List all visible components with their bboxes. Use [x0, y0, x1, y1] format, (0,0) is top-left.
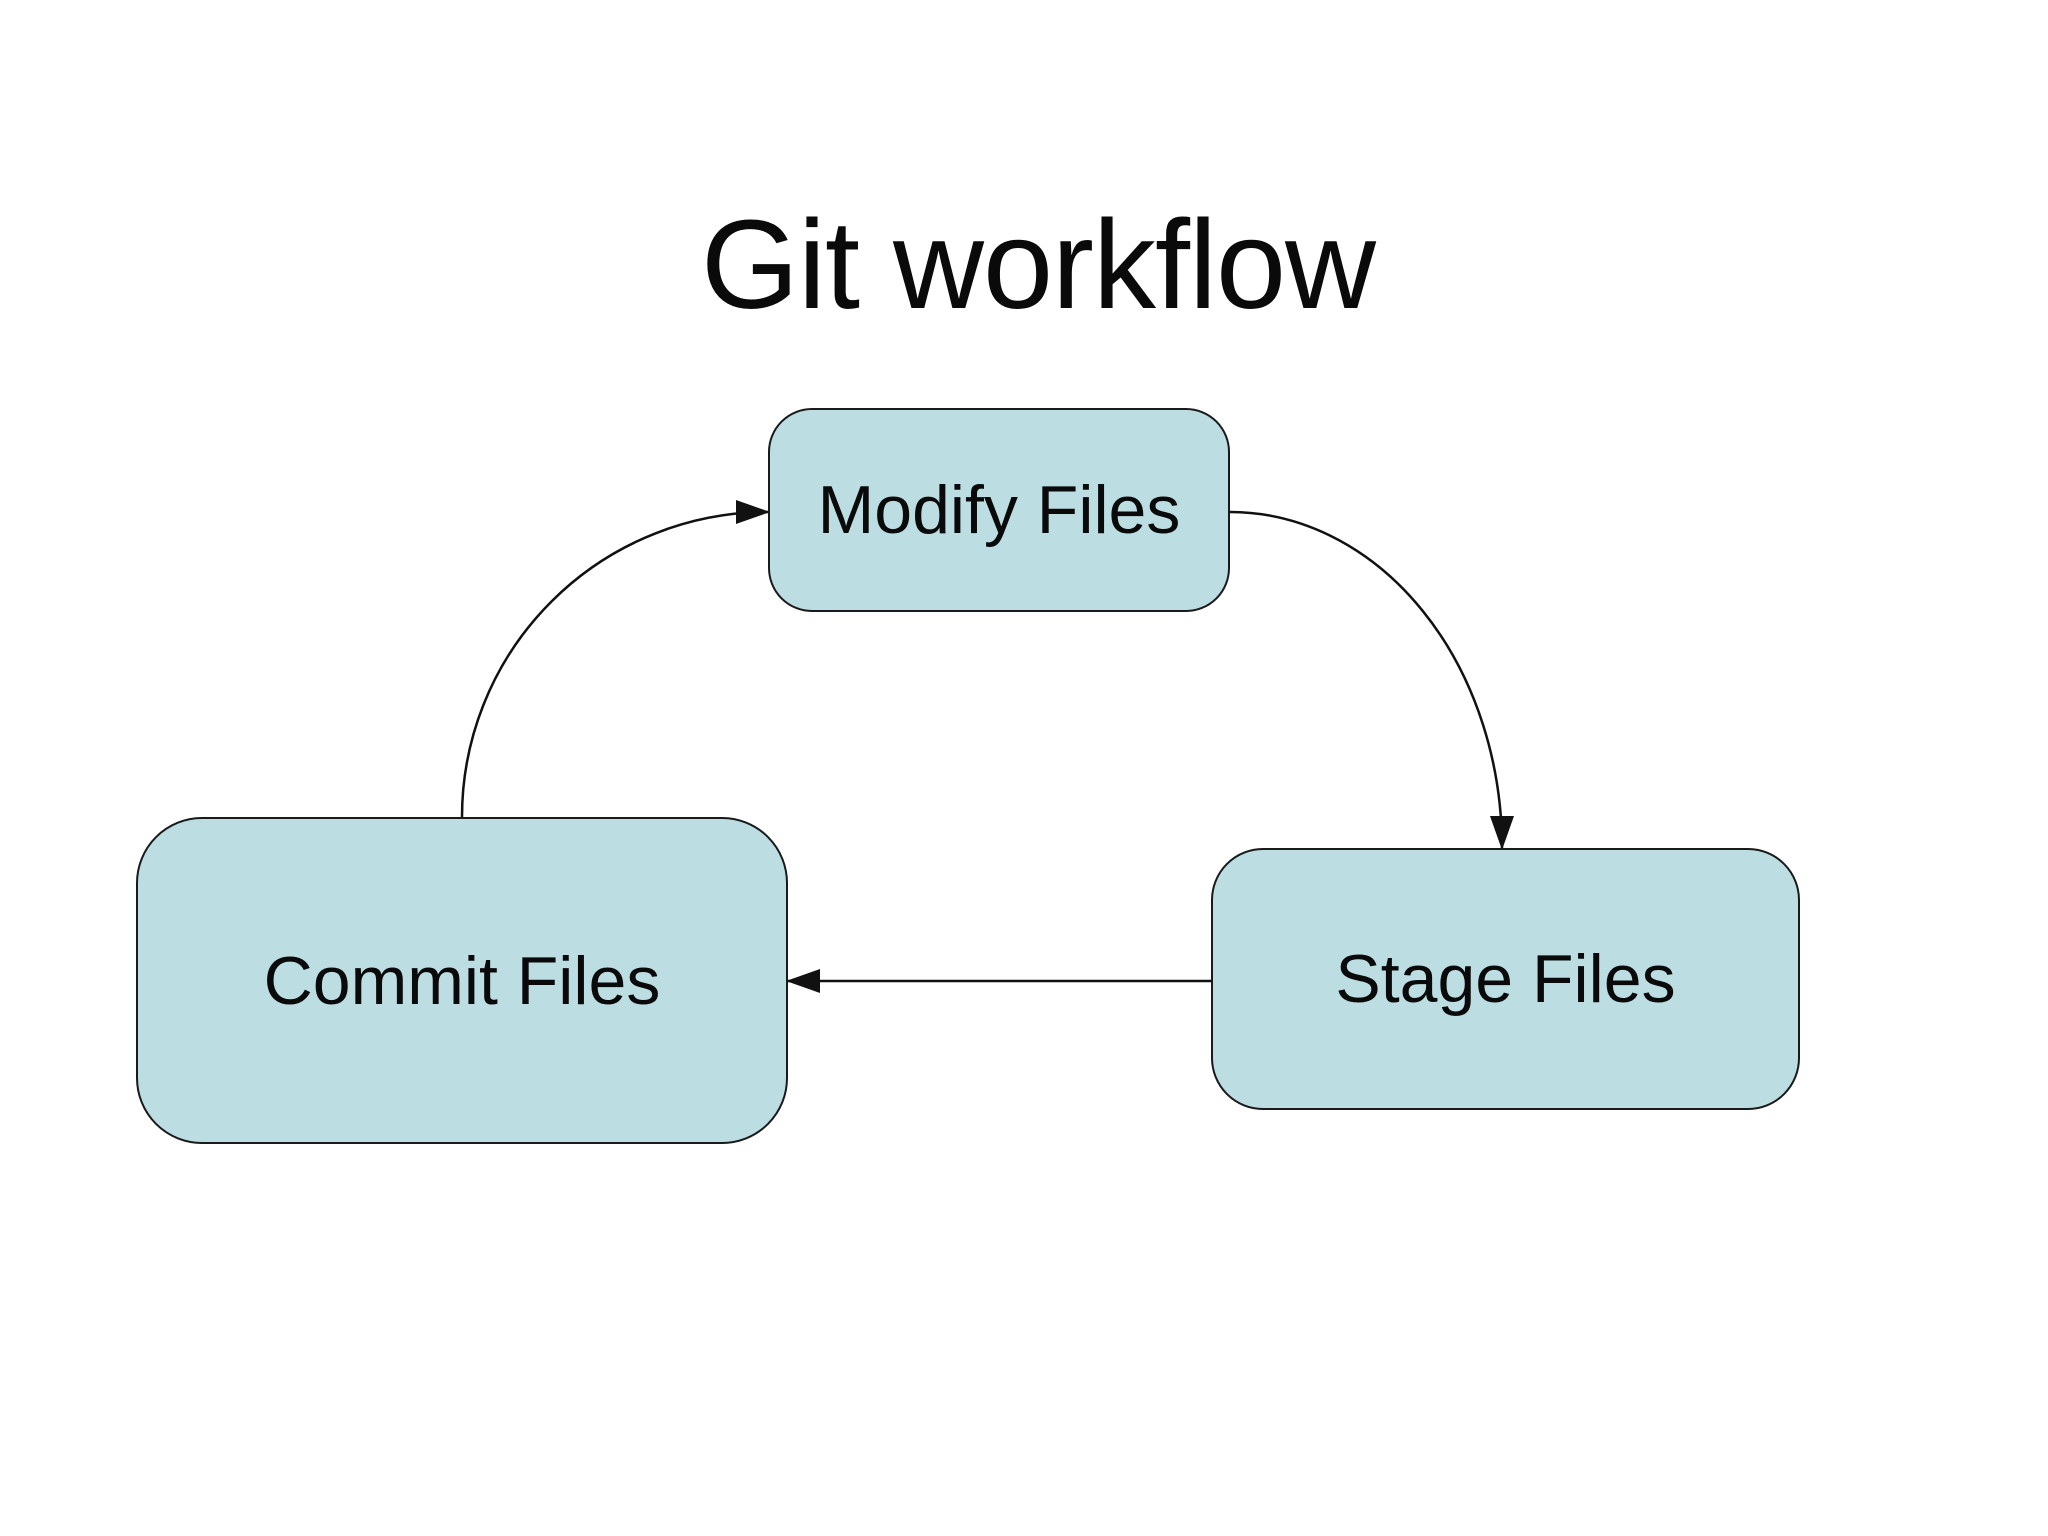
slide-title: Git workflow [700, 194, 1376, 335]
node-stage-files: Stage Files [1211, 848, 1800, 1110]
node-commit-files: Commit Files [136, 817, 788, 1144]
edge-commit-to-modify [460, 500, 770, 818]
node-stage-files-label: Stage Files [1335, 941, 1676, 1017]
edge-modify-to-stage [1229, 510, 1514, 850]
node-commit-files-label: Commit Files [263, 942, 661, 1019]
node-modify-files: Modify Files [768, 408, 1230, 612]
node-modify-files-label: Modify Files [817, 472, 1181, 548]
